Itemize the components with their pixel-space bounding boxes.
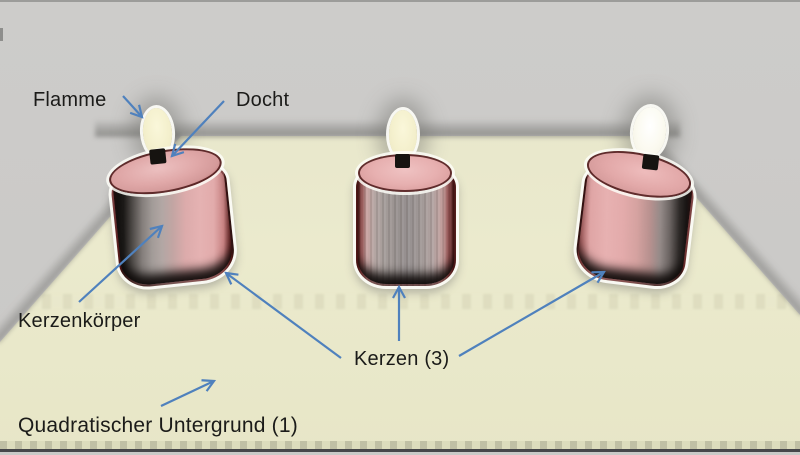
- right-candle: [572, 142, 697, 290]
- docht-label: Docht: [236, 89, 290, 111]
- right-candle-wick: [641, 153, 660, 171]
- arrow-flamme: [122, 95, 142, 117]
- untergrund-label: Quadratischer Untergrund (1): [18, 414, 298, 437]
- middle-candle-wick: [395, 154, 410, 168]
- figure-top-border: [0, 0, 800, 2]
- kerzenkoerper-label: Kerzenkörper: [18, 310, 141, 332]
- figure-bottom-margin: [0, 452, 800, 455]
- figure-bottom-border: [0, 449, 800, 452]
- surface-texture-band: [0, 294, 800, 309]
- kerzen-label: Kerzen (3): [354, 348, 450, 370]
- surface-front-edge: [0, 441, 800, 450]
- middle-candle: [356, 151, 456, 286]
- middle-candle-flame: [389, 110, 417, 159]
- flamme-label: Flamme: [33, 89, 107, 111]
- left-candle: [105, 140, 237, 290]
- back-edge-shadow: [95, 119, 680, 137]
- left-edge-notch: [0, 28, 3, 41]
- left-candle-wick: [149, 148, 167, 165]
